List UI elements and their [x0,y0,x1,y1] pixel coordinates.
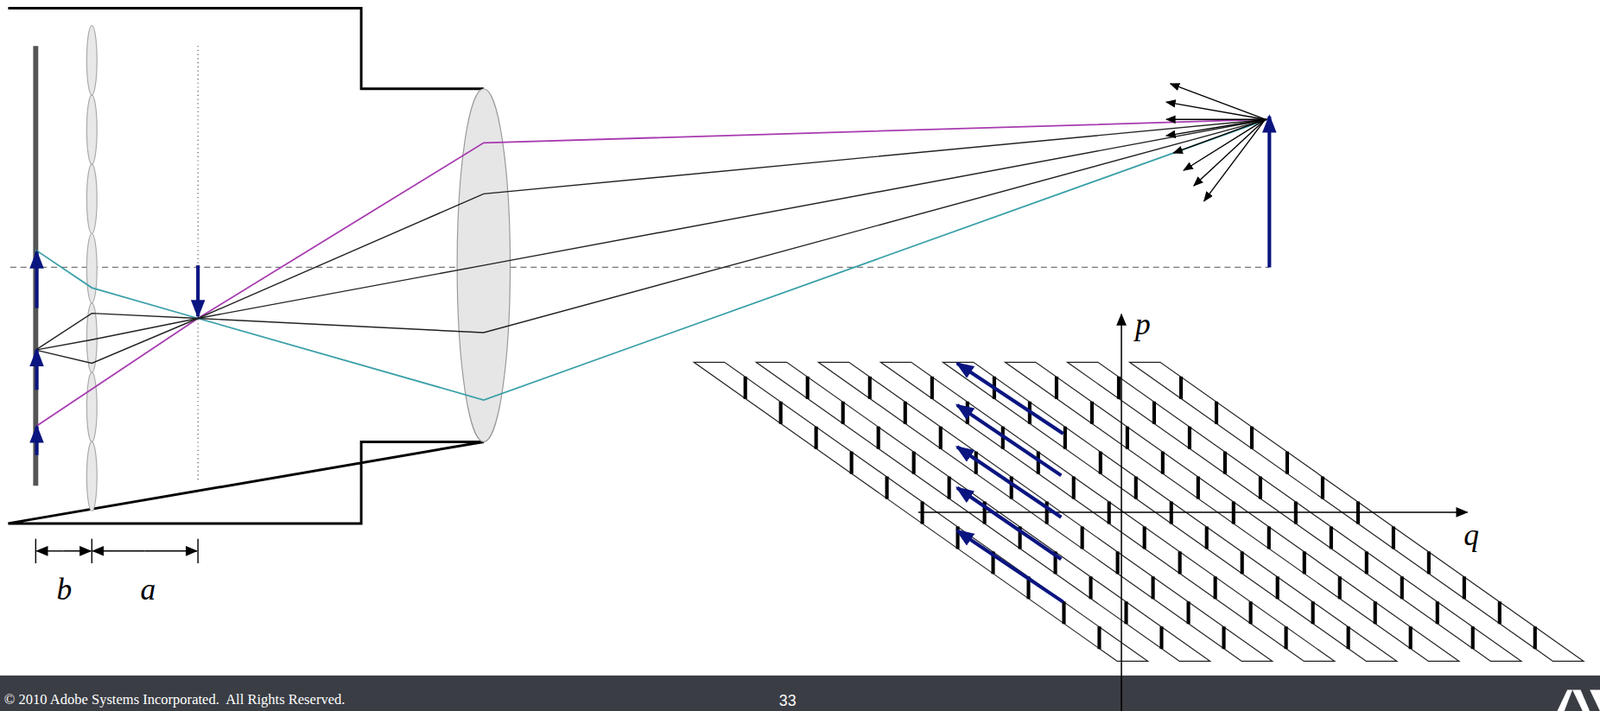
sample-tick [1151,576,1156,599]
sample-tick [850,451,854,475]
sample-tick [1258,476,1263,500]
microlens [86,372,97,442]
sample-tick [1214,401,1219,425]
sample-tick [1320,476,1325,500]
sample-tick [743,376,748,400]
sample-tick [1285,451,1289,475]
sample-tick [1276,576,1280,599]
sample-tick [1267,526,1271,549]
sample-tick [1373,601,1378,624]
sample-tick [1159,626,1163,649]
sample-tick [1061,601,1066,624]
sample-tick [1072,476,1076,500]
sample-tick [1186,601,1190,624]
sample-tick [974,451,978,475]
sample-tick [745,376,1536,649]
sample-tick [1223,451,1227,475]
sample-tick [1435,601,1440,624]
sample-tick [1009,476,1014,500]
sample-tick [1178,551,1182,574]
phase-space-band [693,361,1584,661]
sample-tick [1409,626,1413,649]
sample-tick [1179,376,1183,400]
sample-tick [1311,601,1315,624]
dimension-label: b [57,574,73,605]
sample-tick [806,376,810,400]
sample-tick [1302,551,1307,574]
microlens [86,441,97,511]
sample-tick [1097,626,1101,649]
sample-tick [814,426,819,450]
sample-tick [930,376,934,400]
sample-tick [1134,476,1138,500]
sample-tick [1123,601,1128,624]
sample-tick [1117,376,1121,400]
sample-tick [920,501,925,525]
sample-tick [1329,526,1334,549]
axis-label: q [1463,519,1480,550]
sample-tick [1098,451,1103,475]
sample-tick [1356,501,1360,525]
microlens [86,95,97,165]
sample-tick [912,451,916,475]
sample-tick [1090,401,1094,425]
page-number: 33 [779,692,797,708]
sample-tick [841,401,845,425]
sample-tick [1187,426,1192,450]
sample-tick [1391,526,1396,549]
sample-tick [1338,576,1342,599]
microlens [86,233,97,303]
sample-tick [1231,501,1236,525]
sample-tick [1471,626,1475,649]
sample-tick [779,401,783,425]
sample-tick [1213,576,1218,599]
sample-tick [868,376,872,400]
sample-tick [1088,576,1093,599]
sample-tick [1365,551,1369,574]
sample-tick [1063,426,1067,450]
sample-tick [1116,551,1120,574]
sample-tick [903,401,908,425]
sample-tick [939,426,943,450]
sample-tick [1080,526,1085,549]
dimension-label: a [139,574,156,605]
sample-tick [1498,601,1502,624]
sample-tick [1107,501,1112,525]
sample-tick [1400,576,1404,599]
sample-tick [1161,451,1165,475]
sample-tick [1294,501,1298,525]
sample-tick [876,426,881,450]
sample-tick [1196,476,1200,500]
sample-tick [1169,501,1174,525]
sample-tick [1152,401,1156,425]
sample-tick [947,476,952,500]
sample-tick [1125,426,1130,450]
sample-tick [1249,601,1253,624]
sample-tick [1346,626,1351,649]
microlens-array [86,25,97,512]
microlens [86,164,97,234]
axis-label: p [1135,309,1151,340]
sample-tick [1205,526,1209,549]
sample-tick [1533,626,1537,649]
sample-tick [1284,626,1289,649]
sample-tick [1250,426,1254,450]
sample-tick [1427,551,1431,574]
sample-tick [1221,626,1226,649]
sample-tick [885,476,889,500]
sample-tick [1240,551,1245,574]
copyright-notice: © 2010 Adobe Systems Incorporated. All R… [4,692,346,708]
sample-tick [1462,576,1467,599]
microlens [86,25,97,96]
sample-tick [1054,376,1059,400]
sample-tick [1142,526,1147,549]
